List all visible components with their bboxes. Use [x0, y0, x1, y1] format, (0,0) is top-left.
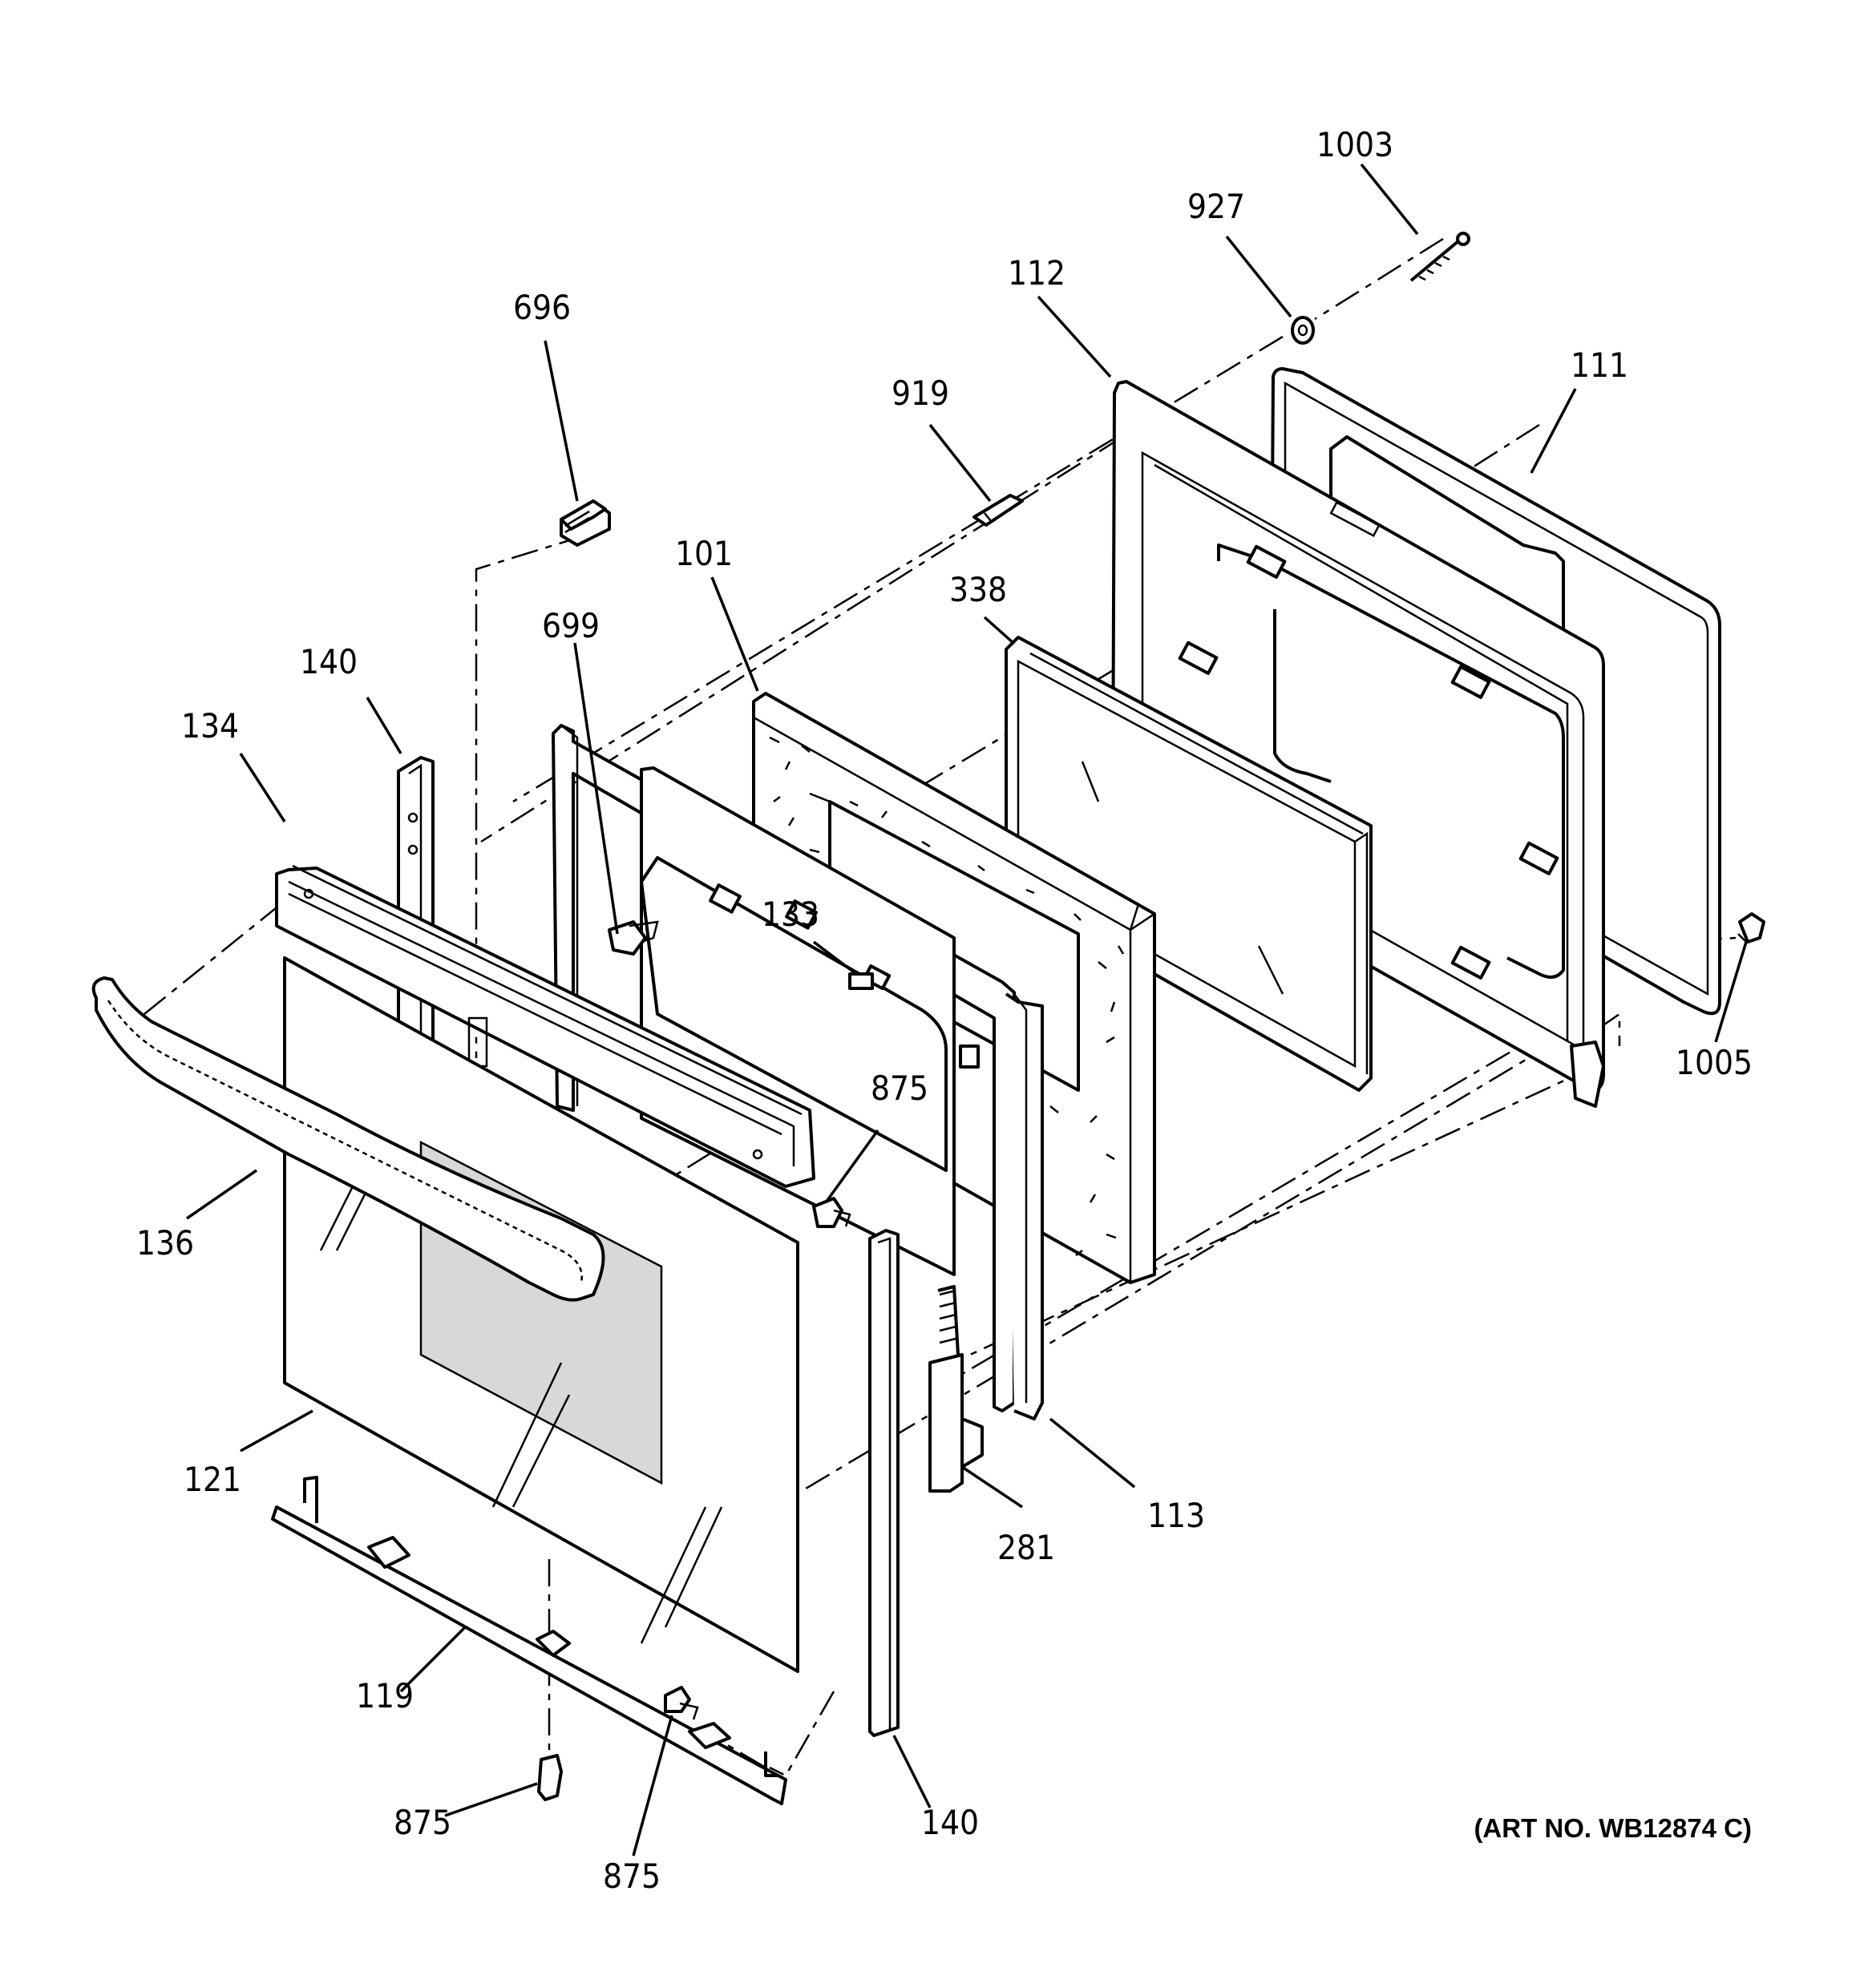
part-136-door-handle — [91, 976, 605, 1302]
part-119-bottom-trim — [271, 1476, 787, 1805]
label-699: 699 — [542, 606, 600, 645]
label-281: 281 — [997, 1528, 1055, 1567]
part-1003-screw — [1409, 232, 1470, 282]
part-112-door-liner — [1111, 380, 1605, 1108]
label-696: 696 — [513, 288, 571, 327]
label-338: 338 — [949, 570, 1007, 609]
label-1005: 1005 — [1676, 1043, 1753, 1082]
part-875-screw-bottom-mid — [664, 1686, 699, 1720]
part-140-hinge-channel-bottom — [868, 1229, 900, 1737]
label-119: 119 — [356, 1676, 414, 1715]
part-696-screw — [560, 499, 611, 547]
label-133: 133 — [762, 895, 819, 934]
part-133-clip — [848, 972, 874, 990]
label-111: 111 — [1571, 345, 1628, 385]
label-113: 113 — [1147, 1496, 1205, 1535]
part-875-screw-mid — [812, 1197, 851, 1228]
label-140-top: 140 — [300, 642, 358, 681]
label-136: 136 — [136, 1223, 194, 1263]
part-281-hinge — [928, 1285, 984, 1493]
part-699-screw — [608, 920, 659, 956]
label-875-bottom-left: 875 — [394, 1803, 451, 1842]
label-121: 121 — [184, 1460, 241, 1499]
label-134: 134 — [181, 706, 239, 746]
label-101: 101 — [675, 534, 733, 573]
part-927-washer — [1291, 316, 1315, 345]
part-134-top-trim — [275, 864, 815, 1188]
art-number: (ART NO. WB12874 C) — [1474, 1813, 1752, 1843]
label-919: 919 — [892, 374, 949, 413]
part-1005-screw — [1737, 912, 1765, 943]
label-1003: 1003 — [1316, 125, 1393, 164]
leader-lines — [186, 163, 1748, 1857]
part-875-screw-bottom-left — [537, 1754, 563, 1801]
part-number-labels: 1003 927 112 111 696 919 101 338 699 140… — [136, 125, 1753, 1896]
label-112: 112 — [1008, 253, 1065, 293]
label-140-bottom: 140 — [921, 1803, 979, 1842]
part-919-pin — [972, 494, 1024, 527]
label-927: 927 — [1187, 187, 1245, 226]
label-875-bottom-mid: 875 — [603, 1857, 661, 1896]
label-875-mid: 875 — [871, 1069, 928, 1108]
